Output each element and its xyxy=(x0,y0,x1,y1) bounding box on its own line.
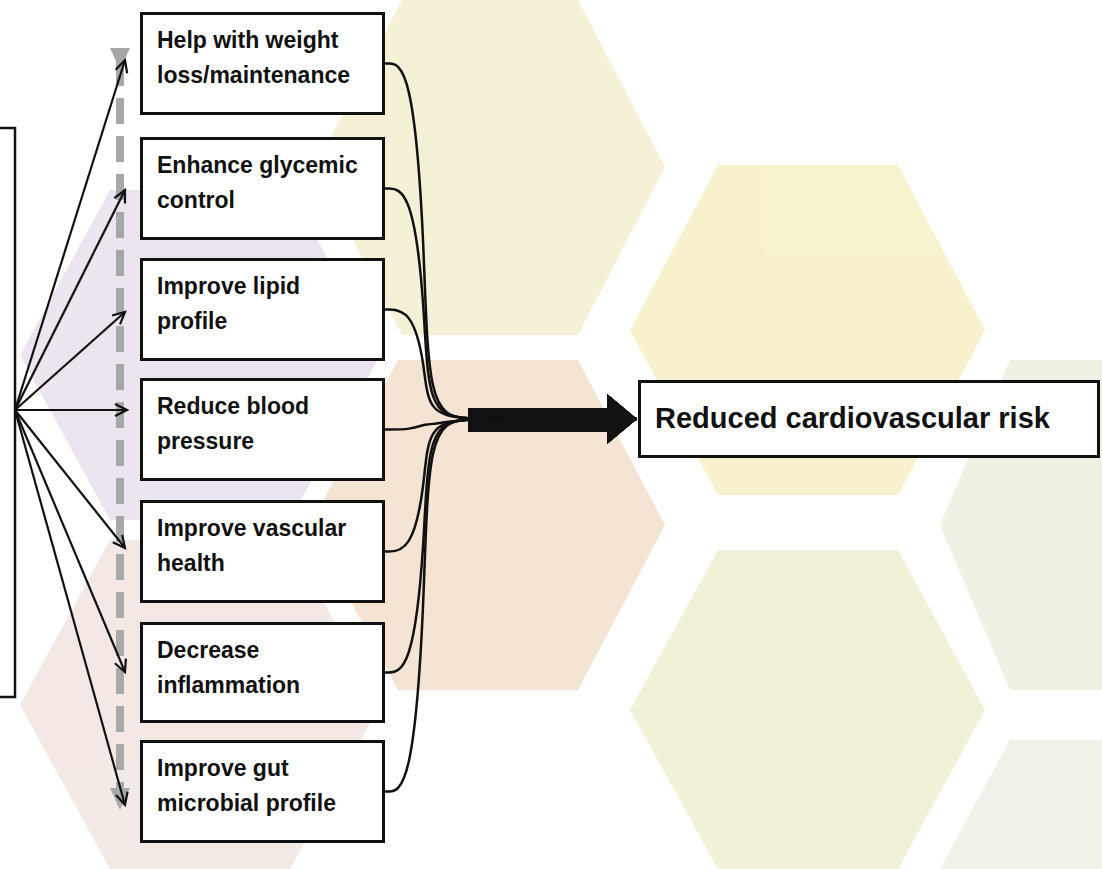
fan-arrows xyxy=(15,60,127,805)
outcome-box: Reduced cardiovascular risk xyxy=(638,380,1100,458)
effect-box: Reduce blood pressure xyxy=(140,378,385,481)
effect-box: Enhance glycemic control xyxy=(140,137,385,240)
fruit-hexagons xyxy=(20,0,1102,869)
brace-connector xyxy=(385,419,637,792)
effect-box: Improve lipid profile xyxy=(140,258,385,361)
effect-box: Improve vascular health xyxy=(140,500,385,603)
effect-label: Enhance glycemic control xyxy=(157,148,368,217)
brace-connector xyxy=(385,64,637,420)
outcome-label: Reduced cardiovascular risk xyxy=(655,397,1050,441)
effect-label: Reduce blood pressure xyxy=(157,389,368,458)
brace-connector xyxy=(385,419,637,430)
brace-connector xyxy=(385,310,637,420)
effect-label: Improve lipid profile xyxy=(157,269,368,338)
effect-label: Decrease inflammation xyxy=(157,633,368,702)
brace-connector xyxy=(385,189,637,420)
effect-label: Improve gut microbial profile xyxy=(157,751,368,820)
effect-box: Improve gut microbial profile xyxy=(140,740,385,843)
effect-box: Decrease inflammation xyxy=(140,622,385,723)
effect-label: Improve vascular health xyxy=(157,511,368,580)
dashed-range-arrow xyxy=(116,60,124,800)
effect-label: Help with weight loss/maintenance xyxy=(157,23,368,92)
effect-box: Help with weight loss/maintenance xyxy=(140,12,385,115)
source-box xyxy=(0,128,15,697)
